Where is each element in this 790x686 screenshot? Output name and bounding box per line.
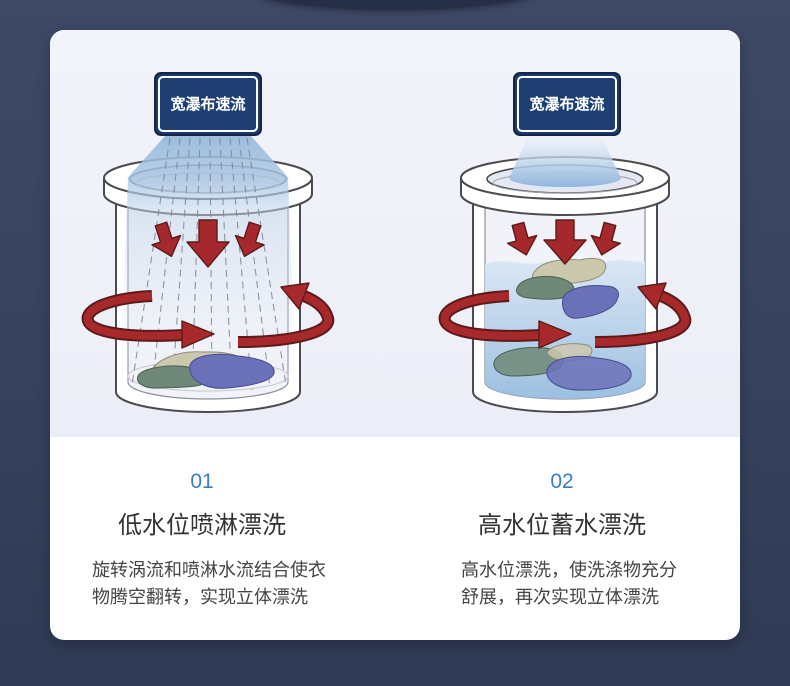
rotation-arc — [440, 292, 542, 340]
rotation-arrow-right — [237, 282, 335, 348]
feature-title: 低水位喷淋漂洗 — [118, 511, 286, 539]
laundry-submerged — [493, 343, 632, 391]
rotation-arc — [237, 292, 333, 346]
down-arrow-right — [590, 221, 622, 256]
description-line: 物腾空翻转，实现立体漂洗 — [92, 587, 308, 608]
waterfall-badge: 宽瀑布速流 — [154, 72, 262, 136]
feature-description: 高水位漂洗，使洗涤物充分 舒展，再次实现立体漂洗 — [461, 557, 677, 611]
spray-line — [219, 137, 233, 391]
down-arrow-left — [506, 221, 538, 256]
rotation-arc — [594, 292, 690, 346]
down-arrow-center — [186, 219, 230, 268]
badge-inner — [517, 76, 617, 132]
water-flow-arrows — [151, 219, 265, 268]
illustration-panel: 宽瀑布速流 — [50, 30, 740, 437]
badge-label: 宽瀑布速流 — [169, 95, 245, 113]
rotation-arrow-head — [637, 282, 667, 310]
down-arrow-center — [543, 219, 587, 265]
rotation-arrow-head — [280, 282, 310, 310]
down-arrow-right — [234, 221, 265, 258]
top-arc-decoration — [250, 0, 540, 10]
feature-description: 旋转涡流和喷淋水流结合使衣 物腾空翻转，实现立体漂洗 — [92, 557, 326, 611]
spray-rinse-drum-illustration: 宽瀑布速流 — [81, 72, 335, 413]
rotation-arc — [83, 292, 185, 340]
down-arrow-left — [151, 221, 182, 258]
spray-line — [229, 137, 253, 391]
rotation-arrow-right — [594, 282, 692, 348]
spray-line — [191, 137, 201, 391]
description-line: 高水位漂洗，使洗涤物充分 — [461, 560, 677, 581]
feature-title: 高水位蓄水漂洗 — [478, 511, 646, 539]
badge-label: 宽瀑布速流 — [528, 95, 604, 113]
description-line: 舒展，再次实现立体漂洗 — [461, 587, 659, 608]
rotation-arrow-left — [438, 290, 572, 349]
rotation-arrow-left — [81, 290, 215, 349]
description-line: 旋转涡流和喷淋水流结合使衣 — [92, 560, 326, 581]
feature-number: 01 — [190, 470, 214, 493]
feature-card: 宽瀑布速流 — [50, 30, 740, 640]
badge-inner — [158, 76, 258, 132]
spray-line — [131, 137, 171, 386]
waterfall-beam — [509, 135, 621, 187]
water-flow-arrows — [506, 219, 622, 265]
laundry-pile — [137, 351, 275, 389]
feature-column-low-water: 01 低水位喷淋漂洗 旋转涡流和喷淋水流结合使衣 物腾空翻转，实现立体漂洗 — [50, 437, 354, 640]
feature-column-high-water: 02 高水位蓄水漂洗 高水位漂洗，使洗涤物充分 舒展，再次实现立体漂洗 — [407, 437, 717, 640]
laundry-blue — [546, 356, 632, 391]
spray-line — [151, 137, 181, 389]
spray-line — [171, 137, 191, 391]
laundry-blue — [562, 285, 619, 319]
rotation-arrow-head — [538, 320, 572, 349]
laundry-blue — [189, 353, 275, 389]
waterfall-badge: 宽瀑布速流 — [513, 72, 621, 136]
feature-number: 02 — [550, 470, 574, 493]
soak-rinse-drum-illustration: 宽瀑布速流 — [438, 72, 692, 413]
rotation-arrow-head — [181, 320, 215, 349]
